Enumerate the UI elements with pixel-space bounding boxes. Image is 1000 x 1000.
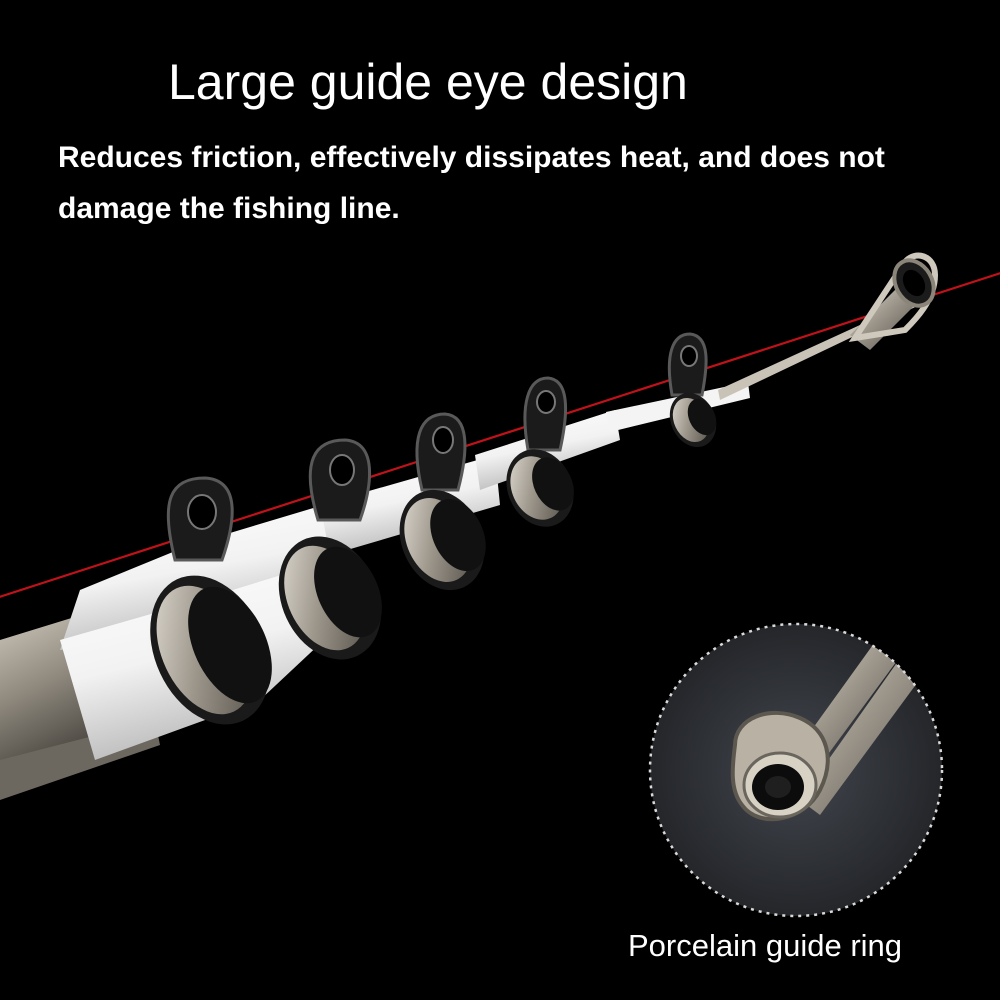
- inset-caption: Porcelain guide ring: [628, 928, 903, 963]
- porcelain-ring-inset: [648, 622, 944, 918]
- headline: Large guide eye design: [168, 54, 688, 110]
- rod-guide-4: [506, 376, 574, 527]
- rod-guide-2: [278, 438, 382, 660]
- feature-description: Reduces friction, effectively dissipates…: [58, 141, 885, 225]
- rod-guide-3: [399, 412, 486, 591]
- rod-guide-1: [150, 476, 272, 725]
- fishing-line: [0, 272, 1000, 598]
- rod-guide-5: [667, 332, 717, 448]
- rod-tip-guide: [848, 252, 939, 350]
